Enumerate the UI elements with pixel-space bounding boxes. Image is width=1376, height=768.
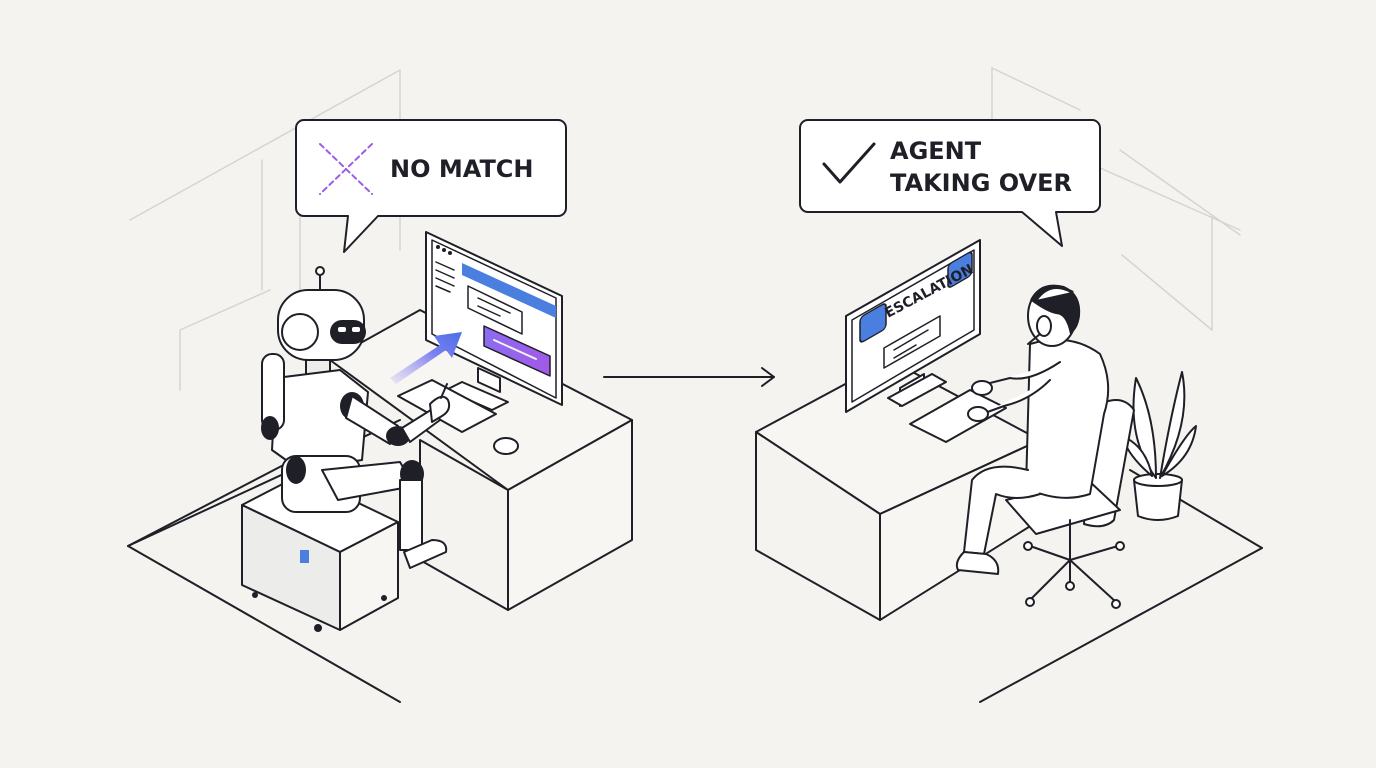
left-mouse xyxy=(493,437,519,455)
right-scene xyxy=(755,67,1263,703)
no-match-bubble xyxy=(295,119,567,253)
x-mark-icon xyxy=(319,143,373,195)
robot xyxy=(261,266,451,569)
check-mark-icon xyxy=(822,142,876,184)
right-monitor xyxy=(845,239,981,413)
right-floor xyxy=(979,547,1263,703)
potted-plant xyxy=(1121,371,1197,521)
right-keyboard xyxy=(909,389,1007,443)
robot-cursor-arrow xyxy=(390,332,462,384)
human-agent xyxy=(955,284,1110,575)
agent-label-line1: AGENT xyxy=(890,137,982,165)
no-match-label: NO MATCH xyxy=(390,155,534,183)
transition-arrow xyxy=(603,367,775,387)
agent-label-line2: TAKING OVER xyxy=(890,169,1072,197)
agent-taking-over-bubble xyxy=(799,119,1101,247)
left-scene xyxy=(127,69,633,703)
left-monitor xyxy=(425,231,563,411)
